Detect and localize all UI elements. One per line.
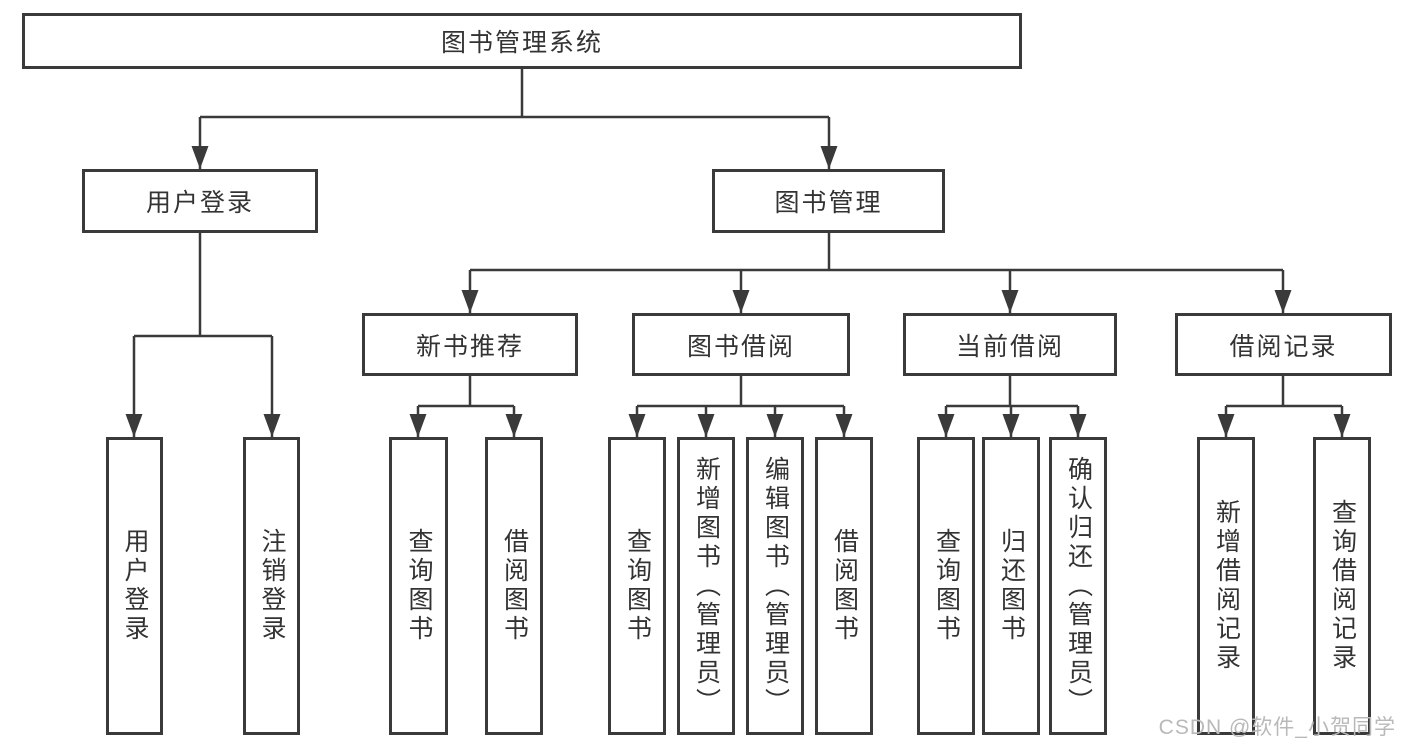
leaf-cb-return-books-label: 归还图书 <box>997 528 1026 644</box>
leaf-logout: 注销登录 <box>243 437 300 735</box>
leaf-br-add-record: 新增借阅记录 <box>1197 437 1255 735</box>
leaf-bb-add-books-admin: 新增图书（管理员） <box>677 437 735 735</box>
leaf-bb-edit-books-admin: 编辑图书（管理员） <box>746 437 804 735</box>
node-book-borrow: 图书借阅 <box>632 313 850 376</box>
leaf-nbr-borrow-books: 借阅图书 <box>485 437 543 735</box>
leaf-logout-label: 注销登录 <box>258 528 286 644</box>
leaf-cb-query-books-label: 查询图书 <box>932 528 961 644</box>
leaf-bb-edit-books-admin-label: 编辑图书（管理员） <box>761 455 790 717</box>
node-book-borrow-label: 图书借阅 <box>686 332 795 361</box>
leaf-bb-borrow-books-label: 借阅图书 <box>830 528 859 644</box>
leaf-nbr-query-books: 查询图书 <box>389 437 448 735</box>
node-user-login-label: 用户登录 <box>145 189 254 217</box>
node-root-label: 图书管理系统 <box>440 29 603 57</box>
leaf-user-login-label: 用户登录 <box>121 528 149 644</box>
leaf-nbr-borrow-books-label: 借阅图书 <box>500 528 529 644</box>
wire-root-to-branches <box>191 69 838 169</box>
leaf-cb-confirm-return-admin-label: 确认归还（管理员） <box>1064 455 1093 717</box>
leaf-br-query-record: 查询借阅记录 <box>1313 437 1371 735</box>
node-user-login: 用户登录 <box>82 169 318 233</box>
wire-userlogin-to-leaves <box>125 233 281 437</box>
leaf-cb-query-books: 查询图书 <box>917 437 975 735</box>
wire-newbook-to-leaves <box>409 376 523 437</box>
leaf-bb-query-books-label: 查询图书 <box>623 528 652 644</box>
leaf-bb-add-books-admin-label: 新增图书（管理员） <box>692 455 721 717</box>
node-book-management-label: 图书管理 <box>774 189 883 217</box>
node-current-borrow: 当前借阅 <box>903 313 1117 376</box>
leaf-cb-return-books: 归还图书 <box>982 437 1040 735</box>
node-book-management: 图书管理 <box>712 169 945 233</box>
leaf-bb-borrow-books: 借阅图书 <box>815 437 873 735</box>
leaf-br-query-record-label: 查询借阅记录 <box>1328 499 1357 673</box>
node-new-book-recommend-label: 新书推荐 <box>415 332 524 361</box>
node-current-borrow-label: 当前借阅 <box>955 332 1064 361</box>
wire-records-to-leaves <box>1217 376 1351 437</box>
leaf-user-login: 用户登录 <box>106 437 163 735</box>
node-new-book-recommend: 新书推荐 <box>362 313 578 376</box>
wire-bookmgmt-to-sections <box>461 233 1292 313</box>
csdn-watermark: CSDN @软件_小贺同学 <box>1158 716 1396 739</box>
leaf-br-add-record-label: 新增借阅记录 <box>1212 499 1241 673</box>
wire-bookborrow-to-leaves <box>628 376 853 437</box>
leaf-cb-confirm-return-admin: 确认归还（管理员） <box>1049 437 1107 735</box>
node-borrow-records-label: 借阅记录 <box>1229 332 1338 361</box>
wire-currentborrow-to-leaves <box>937 376 1087 437</box>
node-root: 图书管理系统 <box>22 13 1022 69</box>
leaf-nbr-query-books-label: 查询图书 <box>405 528 433 644</box>
leaf-bb-query-books: 查询图书 <box>608 437 666 735</box>
node-borrow-records: 借阅记录 <box>1175 313 1392 376</box>
